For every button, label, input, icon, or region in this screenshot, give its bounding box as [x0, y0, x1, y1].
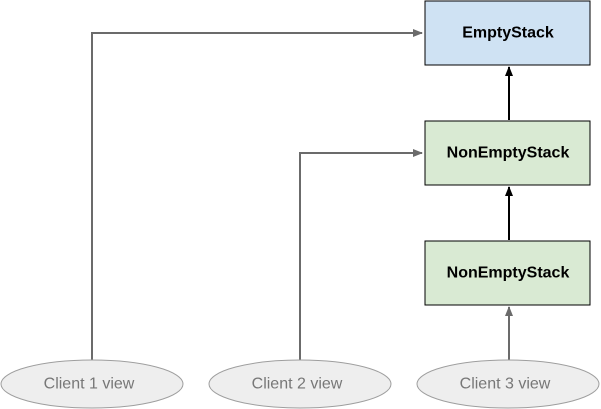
client-2-ellipse	[208, 359, 392, 409]
node-non-empty-stack-bottom-label: NonEmptyStack	[447, 265, 570, 282]
node-empty-stack-box	[424, 0, 591, 66]
edge-client2-to-nonemptystack-top	[299, 149, 423, 360]
client-2-label: Client 2 view	[252, 376, 343, 393]
node-empty-stack: EmptyStack	[424, 0, 591, 66]
client-3-ellipse	[416, 359, 600, 409]
node-non-empty-stack-top: NonEmptyStack	[424, 120, 591, 186]
client-2-view: Client 2 view	[208, 359, 392, 409]
node-non-empty-stack-top-label: NonEmptyStack	[447, 145, 570, 162]
node-non-empty-stack-bottom: NonEmptyStack	[424, 240, 591, 306]
client-1-label: Client 1 view	[44, 376, 135, 393]
client-3-label: Client 3 view	[460, 376, 551, 393]
node-non-empty-stack-bottom-box	[424, 240, 591, 306]
edge-client1-to-emptystack	[91, 29, 423, 360]
node-empty-stack-label: EmptyStack	[462, 25, 554, 42]
node-non-empty-stack-top-box	[424, 120, 591, 186]
client-1-ellipse	[0, 359, 184, 409]
client-3-view: Client 3 view	[416, 359, 600, 409]
client-1-view: Client 1 view	[0, 359, 184, 409]
